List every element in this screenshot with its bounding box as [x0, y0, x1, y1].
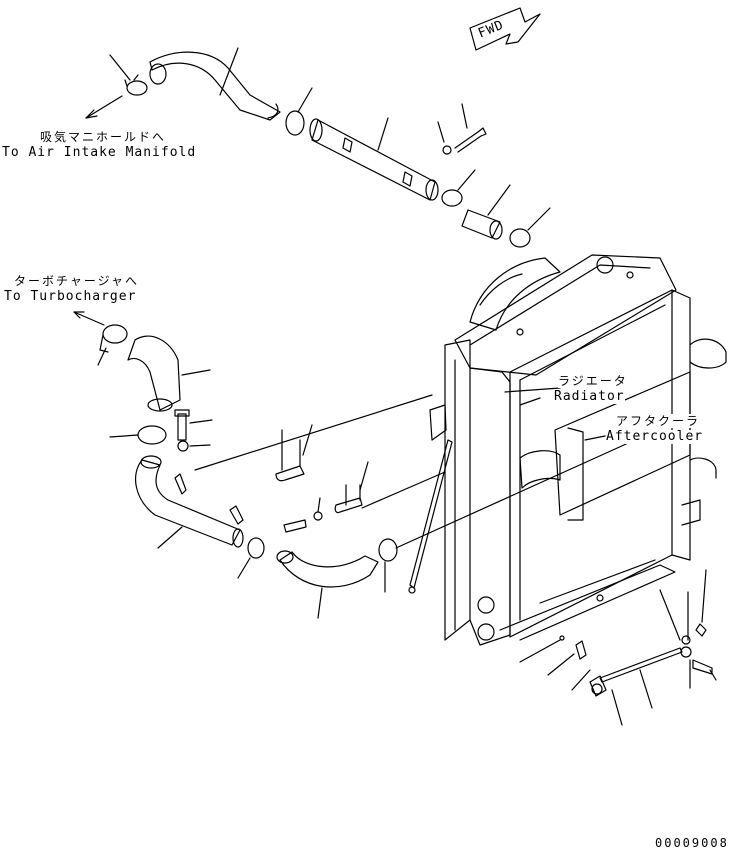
turbo-label-en: To Turbocharger	[4, 289, 137, 304]
aftercooler-leader	[584, 435, 606, 441]
upper-hose-assembly	[85, 47, 551, 248]
intake-label-en: To Air Intake Manifold	[2, 145, 197, 160]
stay-rod-hardware	[519, 559, 717, 726]
drawing-number: 00009008	[655, 836, 729, 850]
cooling-assembly	[194, 254, 727, 646]
fwd-arrow-icon	[469, 7, 541, 51]
turbo-label-jp: ターボチャージャへ	[14, 274, 140, 288]
brackets	[275, 424, 369, 514]
radiator-label-en: Radiator	[554, 389, 625, 404]
aftercooler-label-en: Aftercooler	[606, 429, 704, 444]
lower-hose-assembly	[73, 311, 398, 619]
intake-label-jp: 吸気マニホールドへ	[40, 130, 167, 144]
radiator-leader	[519, 397, 541, 406]
radiator-label-jp: ラジエータ	[558, 374, 628, 388]
aftercooler-label-jp: アフタクーラ	[616, 414, 701, 428]
